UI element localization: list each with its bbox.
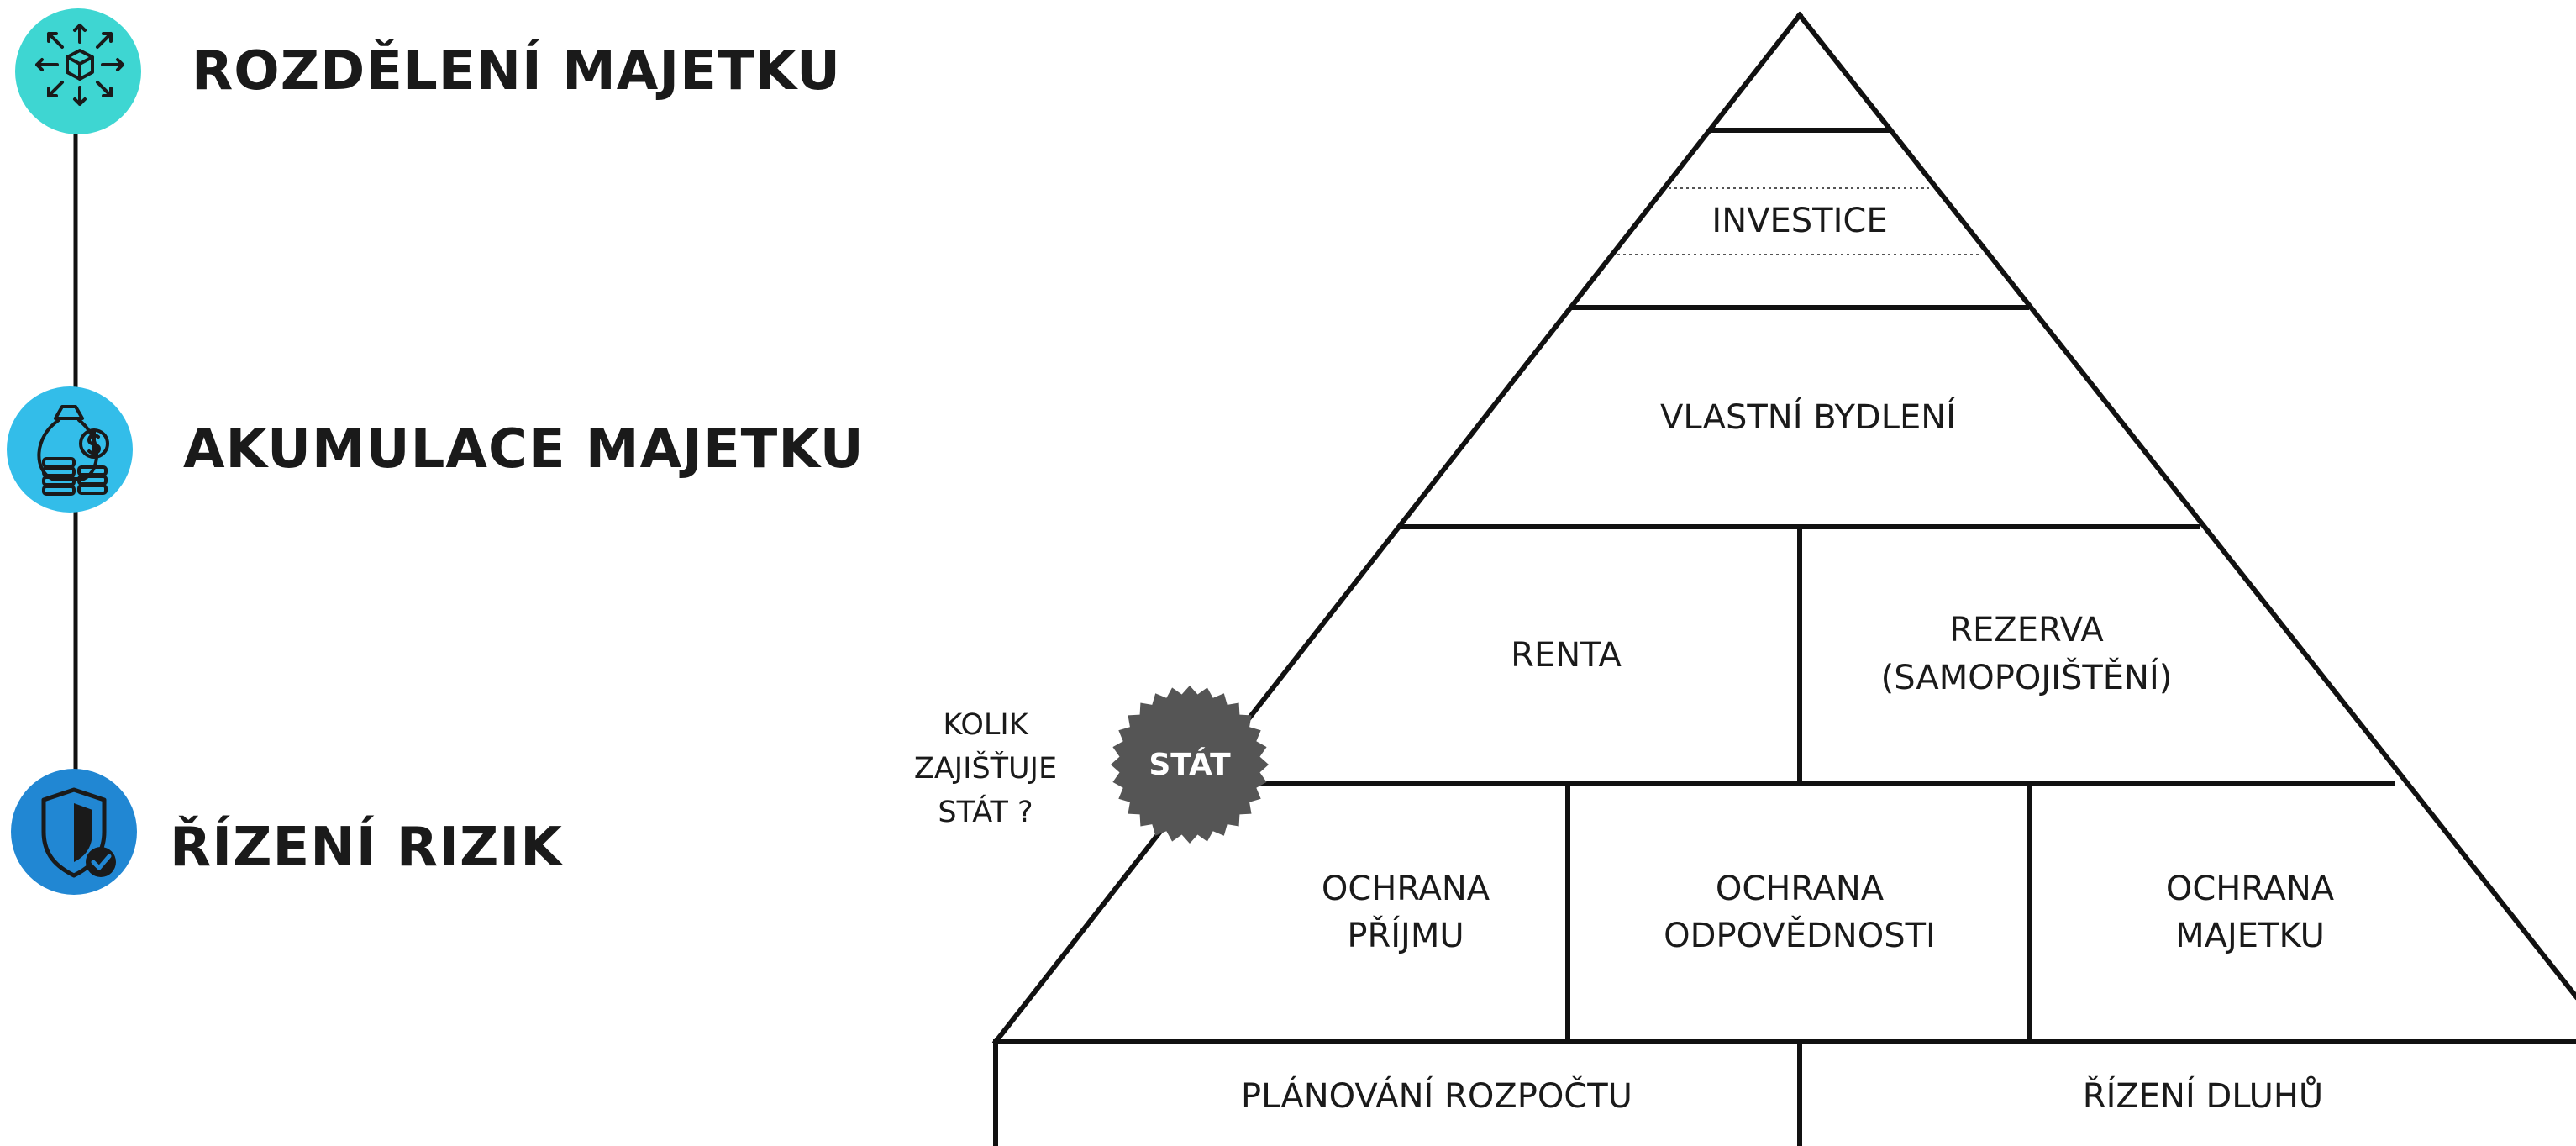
label-ochrana-odpovednosti-1: OCHRANA bbox=[1716, 870, 1885, 908]
step-title-2: AKUMULACE MAJETKU bbox=[183, 418, 865, 481]
pyramid-right-edge bbox=[1795, 11, 2576, 1001]
label-ochrana-majetku-2: MAJETKU bbox=[2175, 917, 2325, 955]
money-bag-coins-icon bbox=[37, 405, 109, 496]
asset-distribution-icon bbox=[35, 24, 124, 106]
label-investice: INVESTICE bbox=[1711, 202, 1887, 240]
state-badge-seal bbox=[1111, 686, 1269, 844]
pyramid-left-edge bbox=[991, 11, 1804, 1046]
label-rizeni-dluhu: ŘÍZENÍ DLUHŮ bbox=[2083, 1075, 2323, 1116]
label-ochrana-odpovednosti-2: ODPOVĚDNOSTI bbox=[1664, 915, 1936, 955]
step-wealth-accumulation: AKUMULACE MAJETKU bbox=[7, 386, 865, 513]
label-samopojisteni: (SAMOPOJIŠTĚNÍ) bbox=[1881, 657, 2173, 697]
state-note-line-1: KOLIK bbox=[943, 708, 1028, 742]
label-vlastni-bydleni: VLASTNÍ BYDLENÍ bbox=[1660, 397, 1956, 437]
state-note-line-2: ZAJIŠŤUJE bbox=[914, 750, 1057, 786]
label-planovani-rozpoctu: PLÁNOVÁNÍ ROZPOČTU bbox=[1241, 1075, 1632, 1116]
step-asset-distribution: ROZDĚLENÍ MAJETKU bbox=[15, 8, 841, 134]
label-renta: RENTA bbox=[1511, 636, 1622, 675]
state-badge: STÁT bbox=[1111, 686, 1269, 844]
step-title-3: ŘÍZENÍ RIZIK bbox=[170, 815, 564, 879]
label-ochrana-prijmu-2: PŘÍJMU bbox=[1347, 915, 1464, 955]
step-risk-management: ŘÍZENÍ RIZIK bbox=[11, 769, 564, 895]
pyramid: INVESTICE VLASTNÍ BYDLENÍ RENTA REZERVA … bbox=[991, 11, 2576, 1146]
step-title-1: ROZDĚLENÍ MAJETKU bbox=[192, 39, 841, 103]
state-badge-label: STÁT bbox=[1149, 747, 1231, 782]
state-note-line-3: STÁT ? bbox=[938, 794, 1033, 829]
state-note: KOLIK ZAJIŠŤUJE STÁT ? bbox=[914, 708, 1057, 829]
label-rezerva: REZERVA bbox=[1949, 611, 2104, 649]
label-ochrana-prijmu-1: OCHRANA bbox=[1322, 870, 1490, 908]
timeline: ROZDĚLENÍ MAJETKU AKUMULACE MAJETKU bbox=[7, 8, 865, 895]
step-circle-2 bbox=[7, 386, 133, 513]
shield-check-icon bbox=[41, 787, 116, 878]
label-ochrana-majetku-1: OCHRANA bbox=[2166, 870, 2335, 908]
